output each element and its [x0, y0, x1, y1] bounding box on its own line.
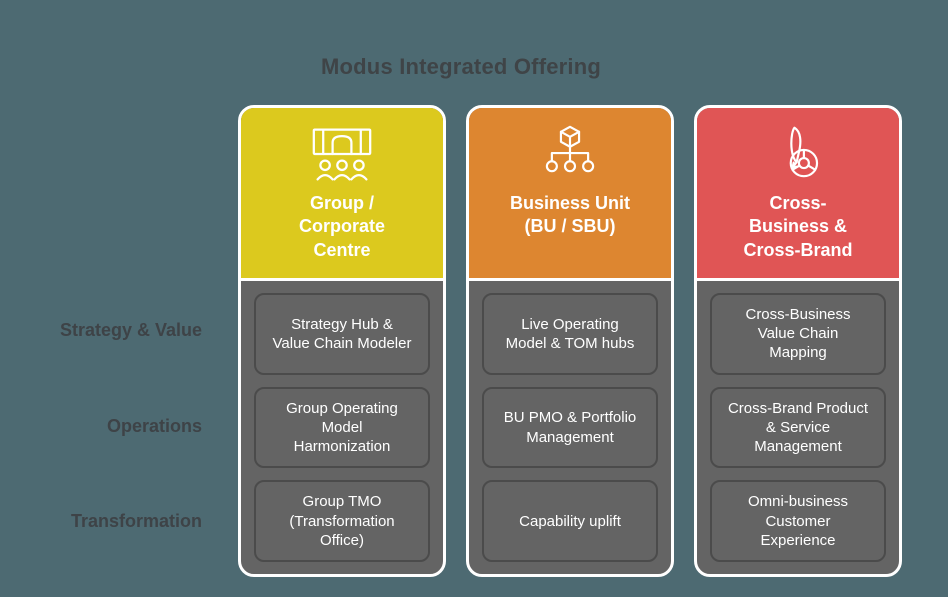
column-title: Group / Corporate Centre [298, 193, 385, 260]
meeting-room-people-icon [312, 128, 372, 181]
page-title: Modus Integrated Offering [321, 54, 601, 79]
offering-cell: Omni-business Customer Experience [710, 480, 886, 563]
offering-cell: Group TMO (Transformation Office) [254, 480, 430, 563]
column-body: Strategy Hub & Value Chain Modeler Group… [241, 281, 443, 574]
column-header-business-unit: Business Unit (BU / SBU) [469, 108, 671, 281]
row-label-transformation: Transformation [70, 511, 202, 531]
column-business-unit: Business Unit (BU / SBU) Live Operating … [466, 105, 674, 577]
org-hierarchy-cube-icon [545, 125, 595, 173]
offering-cell: Strategy Hub & Value Chain Modeler [254, 293, 430, 375]
row-label-strategy-value: Strategy & Value [59, 320, 202, 340]
brand-wheel-icon [789, 126, 819, 178]
offering-columns: Group / Corporate Centre Strategy Hub & … [238, 105, 902, 577]
column-header-cross-brand: Cross- Business & Cross-Brand [697, 108, 899, 281]
column-body: Cross-Business Value Chain Mapping Cross… [697, 281, 899, 574]
offering-cell: BU PMO & Portfolio Management [482, 386, 658, 469]
column-group-corporate-centre: Group / Corporate Centre Strategy Hub & … [238, 105, 446, 577]
offering-cell: Cross-Business Value Chain Mapping [710, 293, 886, 375]
offering-cell: Group Operating Model Harmonization [254, 386, 430, 469]
column-title: Business Unit (BU / SBU) [509, 193, 631, 237]
offering-cell: Cross-Brand Product & Service Management [710, 386, 886, 469]
offering-cell: Capability uplift [482, 480, 658, 563]
column-header-group: Group / Corporate Centre [241, 108, 443, 281]
column-cross-business-brand: Cross- Business & Cross-Brand Cross-Busi… [694, 105, 902, 577]
row-label-operations: Operations [106, 416, 202, 436]
offering-cell: Live Operating Model & TOM hubs [482, 293, 658, 375]
column-body: Live Operating Model & TOM hubs BU PMO &… [469, 281, 671, 574]
column-title: Cross- Business & Cross-Brand [743, 193, 853, 260]
